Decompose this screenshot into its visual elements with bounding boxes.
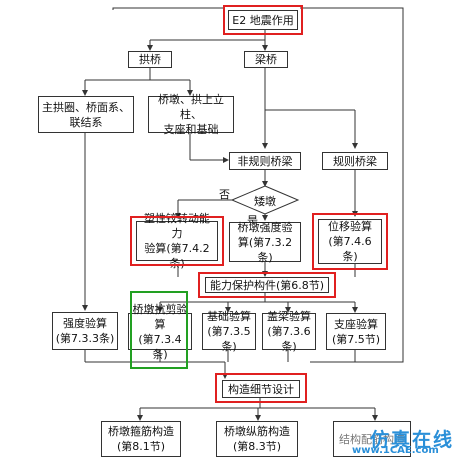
pier-columns-line-2: 支座和基础	[163, 123, 219, 136]
stirrup-detail-node: 桥墩箍筋构造 (第8.1节)	[101, 421, 181, 457]
pier-strength-node: 桥墩强度验 算(第7.3.2条)	[229, 220, 301, 264]
longitudinal-detail-node: 桥墩纵筋构造 (第8.3节)	[216, 421, 298, 457]
foundation-check-node: 基础验算 (第7.3.5条)	[202, 310, 256, 353]
e2-seismic-node: E2 地震作用	[228, 10, 298, 30]
short-pier-label: 矮墩	[254, 195, 276, 208]
watermark-logo-text: 仿真在线	[370, 429, 455, 451]
bearing-check-node: 支座验算 (第7.5节)	[326, 313, 386, 350]
stirrup-line-1: 桥墩箍筋构造	[108, 425, 174, 438]
main-arch-line-1: 主拱圈、桥面系、	[42, 100, 130, 114]
pier-strength-line-2: 算(第7.3.2条)	[237, 235, 293, 264]
stirrup-line-2: (第8.1节)	[116, 440, 166, 453]
regular-bridge-label: 规则桥梁	[333, 154, 377, 168]
arch-bridge-label: 拱桥	[139, 53, 161, 66]
capacity-protect-node: 能力保护构件(第6.8节)	[205, 277, 329, 293]
pier-shear-line-2: (第7.3.4条)	[138, 332, 182, 361]
cap-beam-line-2: (第7.3.6条)	[267, 325, 311, 353]
capacity-protect-label: 能力保护构件(第6.8节)	[209, 278, 325, 292]
displacement-line-2: (第7.4.6条)	[328, 235, 372, 263]
strength-check-node: 强度验算 (第7.3.3条)	[52, 312, 118, 350]
foundation-line-2: (第7.3.5条)	[207, 325, 251, 353]
watermark-url: www.1CAE.com	[352, 445, 439, 456]
longitudinal-line-2: (第8.3节)	[232, 440, 282, 453]
foundation-line-1: 基础验算	[207, 310, 251, 323]
bearing-line-1: 支座验算	[334, 317, 378, 331]
main-arch-node: 主拱圈、桥面系、 联结系	[38, 96, 134, 133]
detailing-design-label: 构造细节设计	[228, 382, 294, 396]
reinforcement-line-1: 结构配筋构造	[339, 432, 405, 446]
main-arch-line-2: 联结系	[69, 115, 103, 129]
longitudinal-line-1: 桥墩纵筋构造	[224, 425, 290, 438]
pier-columns-line-1: 桥墩、拱上立柱、	[158, 93, 224, 121]
regular-bridge-node: 规则桥梁	[322, 152, 388, 170]
arch-bridge-node: 拱桥	[128, 51, 172, 68]
displacement-node: 位移验算 (第7.4.6条)	[318, 219, 382, 264]
plastic-hinge-line-1: 塑性铰转动能力	[144, 212, 210, 240]
pier-shear-line-1: 桥墩抗剪验算	[132, 302, 188, 331]
pier-columns-node: 桥墩、拱上立柱、 支座和基础	[148, 93, 234, 136]
pier-strength-line-1: 桥墩强度验	[237, 220, 293, 234]
bearing-line-2: (第7.5节)	[331, 332, 381, 346]
cap-beam-line-1: 盖梁验算	[267, 310, 311, 323]
displacement-line-1: 位移验算	[328, 220, 372, 233]
short-pier-decision: 矮墩	[248, 193, 282, 209]
e2-seismic-label: E2 地震作用	[232, 13, 294, 27]
plastic-hinge-line-2: 验算(第7.4.2条)	[144, 242, 210, 270]
detailing-design-node: 构造细节设计	[222, 380, 300, 398]
cap-beam-check-node: 盖梁验算 (第7.3.6条)	[262, 310, 316, 353]
reinforcement-detail-node: 结构配筋构造	[333, 421, 411, 457]
irregular-bridge-node: 非规则桥梁	[229, 152, 301, 170]
irregular-bridge-label: 非规则桥梁	[237, 154, 293, 168]
beam-bridge-label: 梁桥	[255, 53, 277, 66]
strength-check-line-2: (第7.3.3条)	[55, 332, 115, 345]
yes-branch-label: 是	[247, 214, 258, 227]
strength-check-line-1: 强度验算	[63, 317, 107, 330]
plastic-hinge-node: 塑性铰转动能力 验算(第7.4.2条)	[136, 212, 218, 270]
beam-bridge-node: 梁桥	[244, 51, 288, 68]
pier-shear-node: 桥墩抗剪验算 (第7.3.4条)	[128, 303, 192, 361]
no-branch-label: 否	[219, 188, 230, 201]
